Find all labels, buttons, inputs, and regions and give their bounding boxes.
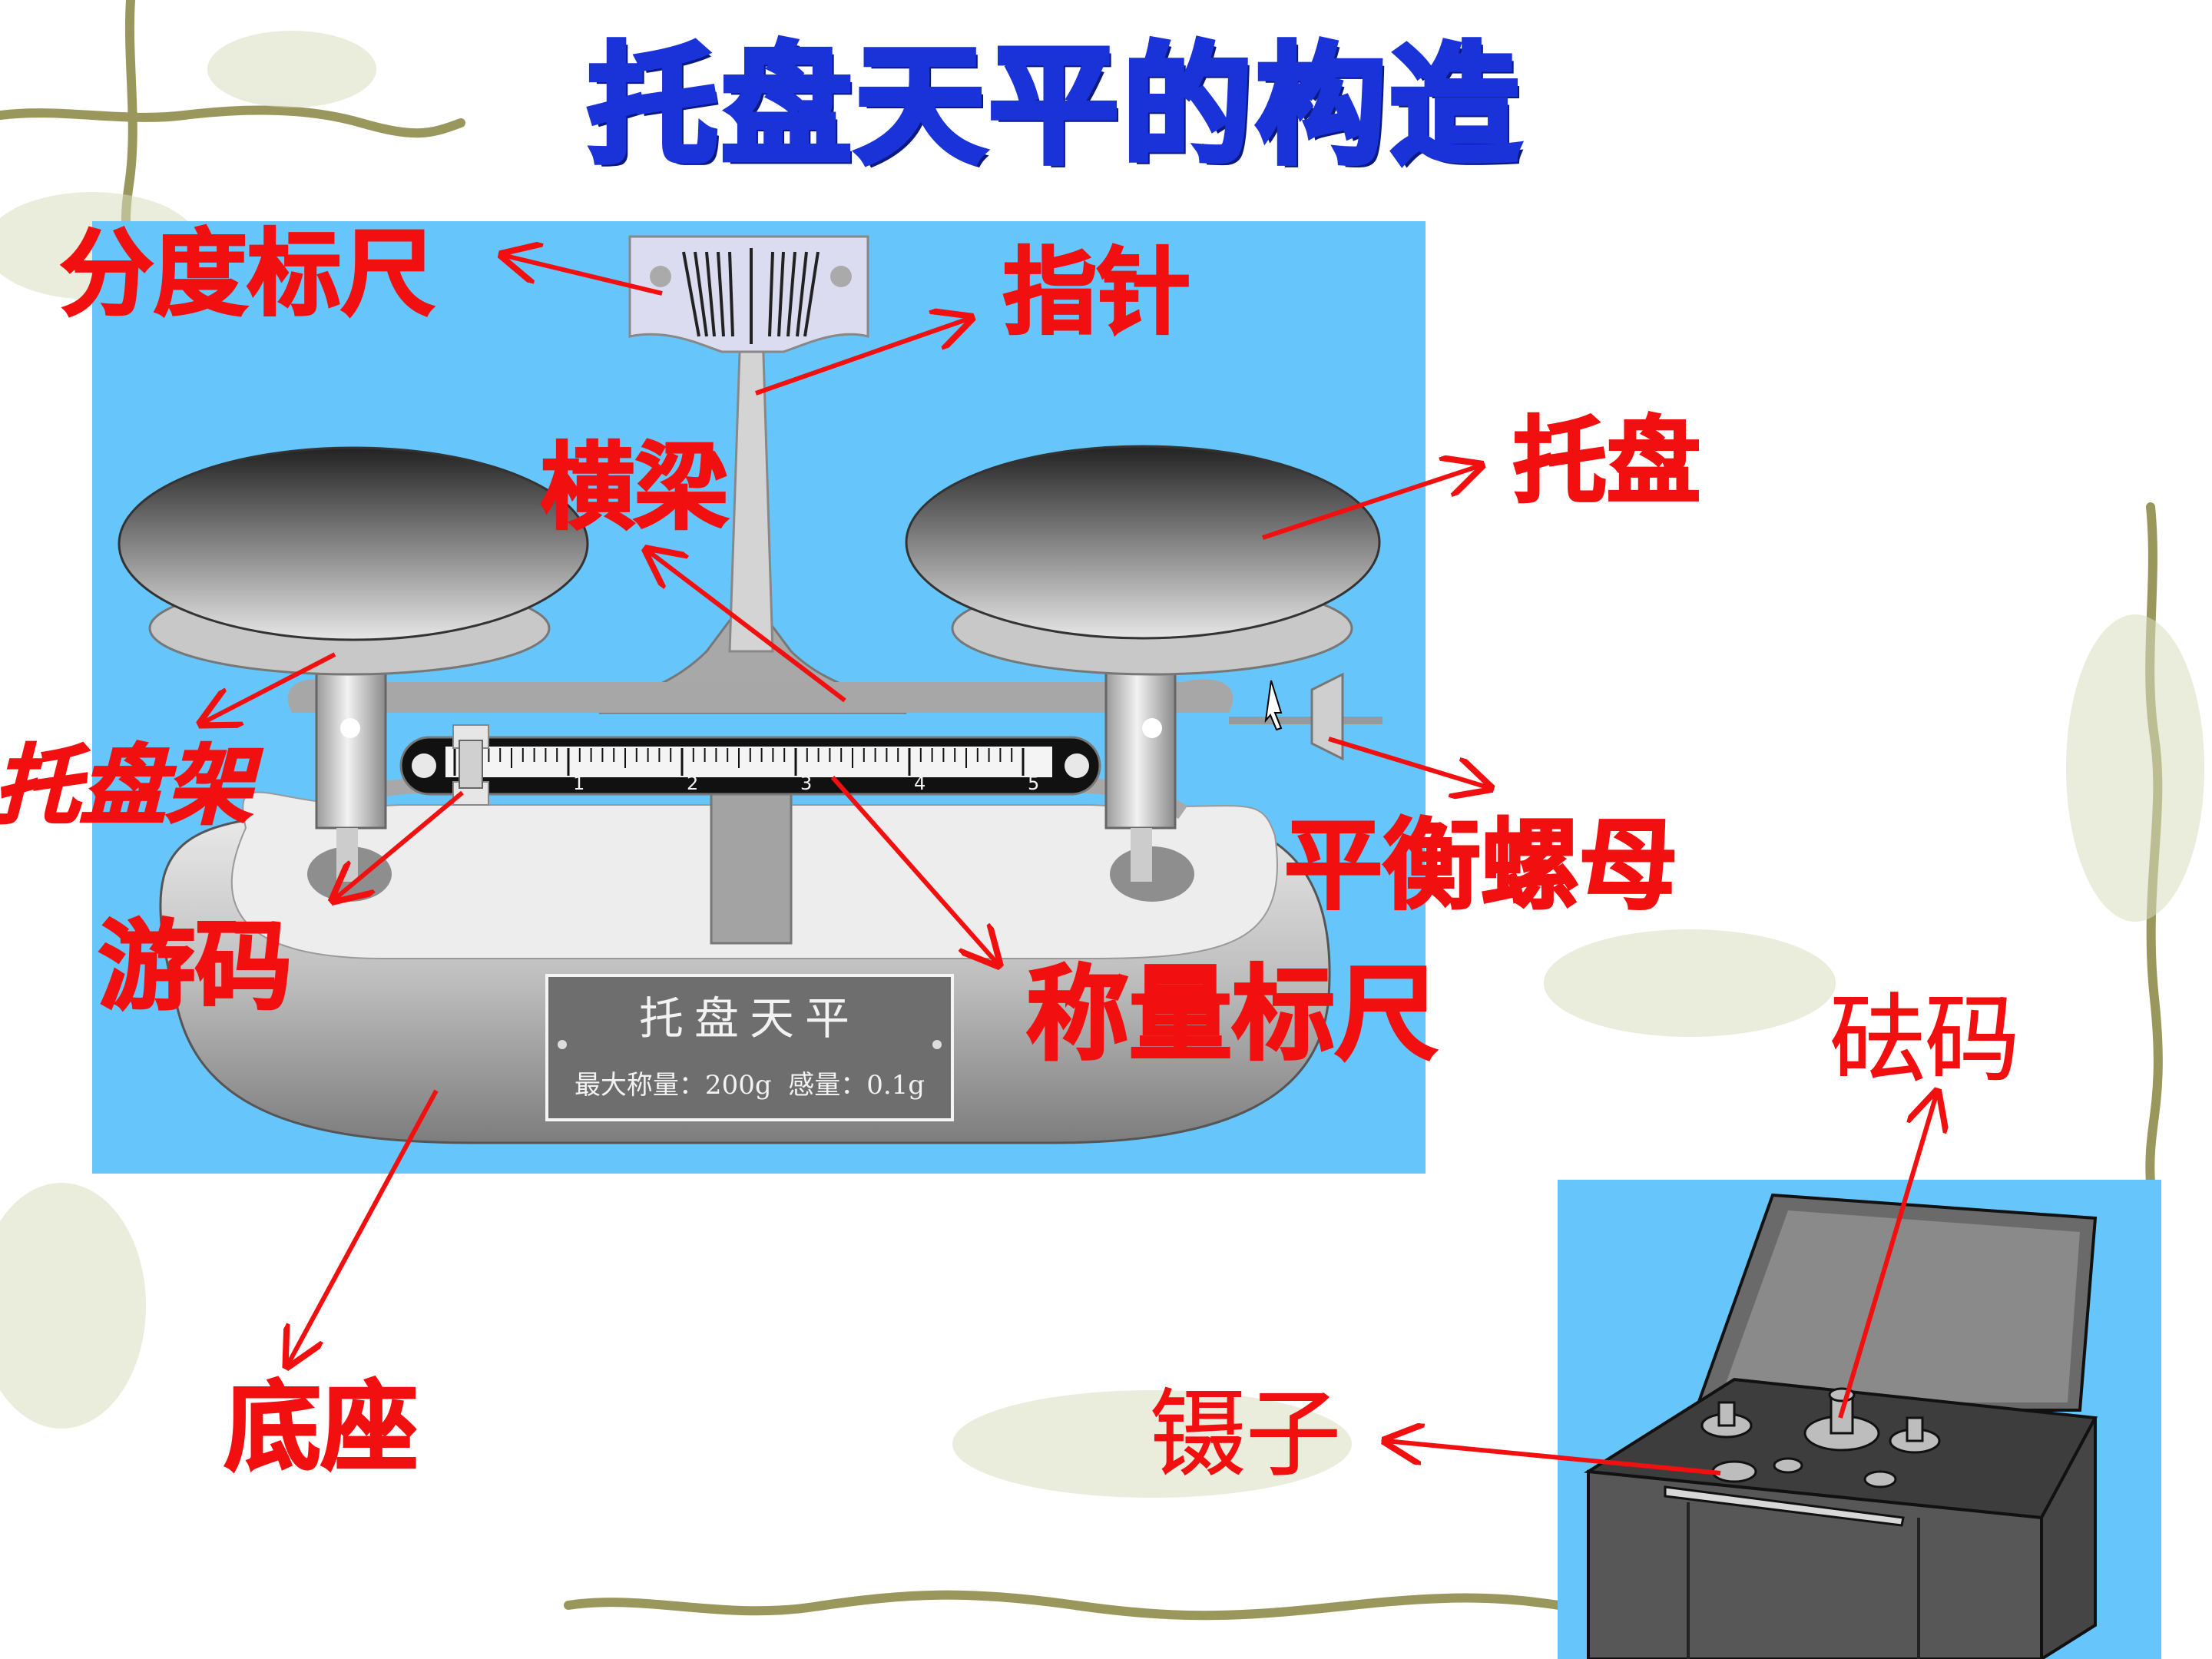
arrow-base	[287, 1089, 439, 1366]
label-tweezers: 镊子	[1150, 1379, 1342, 1490]
beam-tick-label: 5	[1028, 773, 1039, 794]
arrow-weighing-ruler	[830, 776, 998, 965]
arrow-weights	[1838, 1092, 1937, 1419]
arrow-pointer	[755, 318, 971, 396]
arrow-beam	[647, 550, 846, 703]
weight-box-illustration	[1558, 1180, 2161, 1659]
label-beam: 横梁	[540, 433, 730, 542]
label-weights: 砝码	[1829, 985, 2021, 1095]
balance-nut	[1229, 672, 1382, 761]
page-title: 托盘天平的构造	[585, 28, 1524, 184]
label-scale-ruler: 分度标尺	[59, 220, 436, 329]
arrow-pan-holder	[201, 652, 336, 724]
nameplate: 托盘天平 最大称量：200g 感量：0.1g	[545, 974, 954, 1121]
pan-holders	[287, 665, 1233, 882]
label-pan-holder: 托盘架	[0, 737, 253, 836]
arrow-rider	[333, 790, 464, 900]
arrow-balance-nut	[1328, 737, 1490, 788]
beam-tick-label: 1	[573, 773, 584, 794]
tweezers	[1664, 1485, 1905, 1527]
nameplate-spec: 最大称量：200g 感量：0.1g	[575, 1070, 925, 1101]
beam-tick-label: 3	[800, 773, 812, 794]
left-pan	[118, 446, 589, 676]
nameplate-title: 托盘天平	[639, 992, 860, 1045]
beam-tick-label: 2	[687, 773, 698, 794]
weighing-beam: 012345	[399, 736, 1101, 796]
label-rider: 游码	[98, 910, 293, 1023]
label-pan: 托盘	[1512, 407, 1702, 516]
arrow-pan	[1262, 465, 1481, 540]
label-pointer: 指针	[1002, 238, 1192, 347]
label-weighing-ruler: 称量标尺	[1025, 955, 1439, 1075]
right-pan	[905, 445, 1381, 676]
beam-tick-label: 4	[914, 773, 926, 794]
label-base: 底座	[224, 1371, 419, 1484]
label-balance-nut: 平衡螺母	[1283, 809, 1678, 923]
arrow-scale-ruler	[502, 255, 663, 296]
arrow-tweezers	[1386, 1441, 1721, 1475]
balance-illustration: 托盘天平 最大称量：200g 感量：0.1g	[92, 221, 1426, 1174]
scale-plate	[628, 235, 869, 353]
